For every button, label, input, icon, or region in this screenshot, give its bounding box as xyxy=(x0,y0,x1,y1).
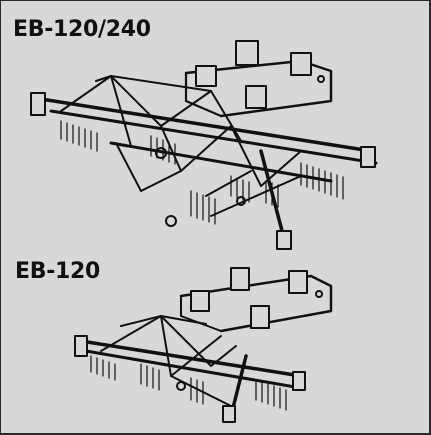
model-title-eb-120-240: EB-120/240 xyxy=(13,17,151,42)
harrow-frame-narrow-icon xyxy=(74,267,333,423)
model-title-eb-120: EB-120 xyxy=(15,259,101,284)
harrow-frame-wide-icon xyxy=(30,40,378,250)
